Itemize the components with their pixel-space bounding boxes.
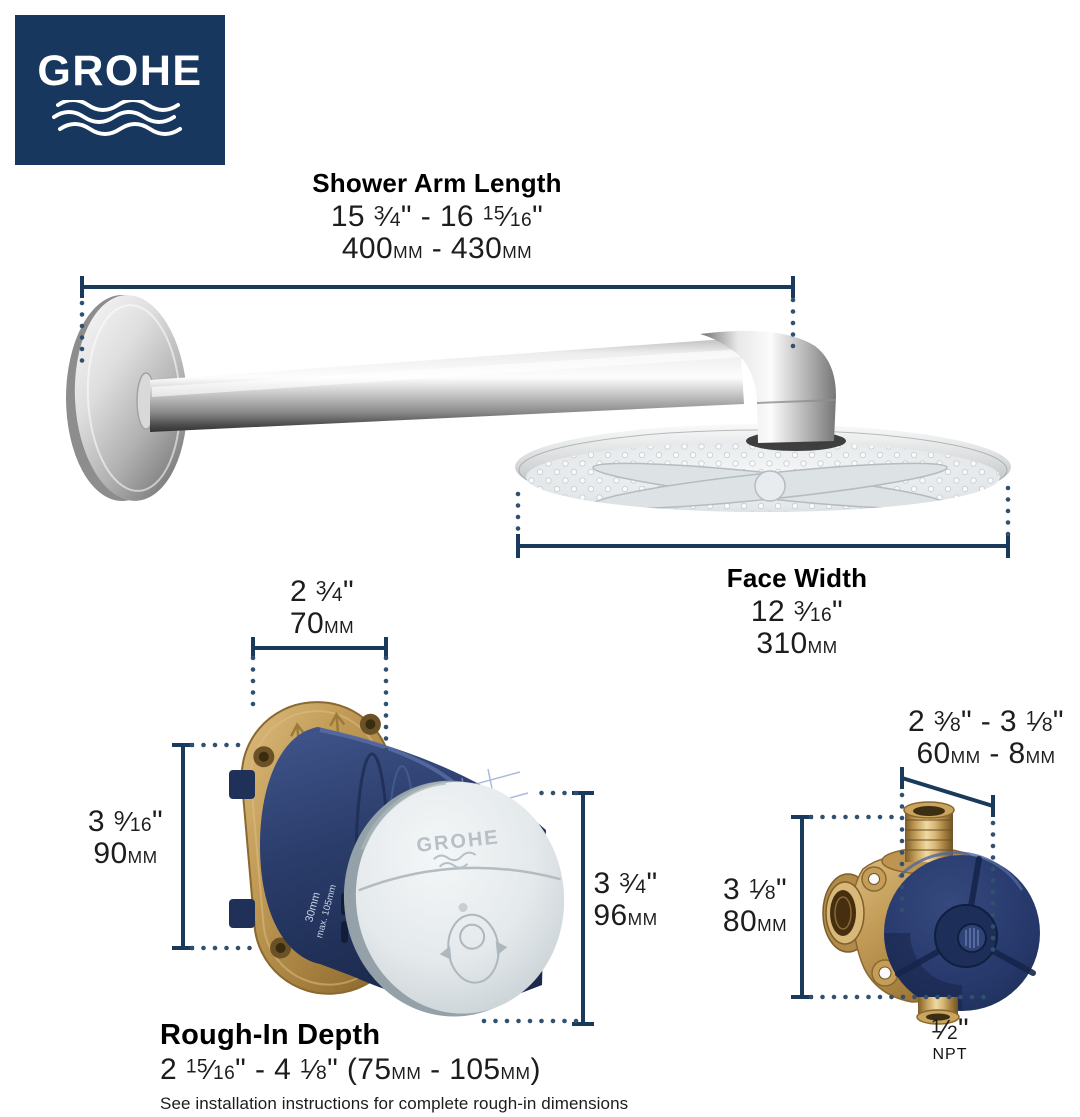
rough-in-depth-value: 2 15⁄16" - 4 1⁄8" (75mm - 105mm) [160, 1053, 541, 1087]
face-width-inches: 12 3⁄16" [750, 594, 844, 628]
face-width-dimension-line [515, 485, 1011, 558]
rough-in-height-inches: 3 9⁄16" [87, 805, 164, 838]
rough-in-front-inches: 3 3⁄4" [593, 867, 658, 900]
valve-height-inches: 3 1⁄8" [722, 873, 788, 906]
shower-arm-length-inches: 15 3⁄4" - 16 15⁄16" [330, 199, 544, 233]
valve-width-mm: 60mm - 8mm [916, 737, 1056, 771]
shower-arm-length-label: Shower Arm Length 15 3⁄4" - 16 15⁄16" 40… [212, 168, 662, 265]
shower-head-illustration [515, 330, 1011, 512]
rough-in-width-inches: 2 3⁄4" [289, 575, 355, 608]
valve-navy-cap [884, 851, 1040, 1011]
grohe-logo-waves-icon [52, 100, 182, 136]
connection-thread: NPT [932, 1046, 968, 1064]
face-width-mm: 310mm [756, 626, 838, 660]
face-width-label: Face Width 12 3⁄16" 310mm [647, 563, 947, 660]
rough-in-front-mm: 96mm [593, 899, 658, 933]
rough-in-front-dimension-line [477, 790, 594, 1026]
rough-in-width-mm: 70mm [289, 607, 355, 641]
shower-arm-illustration [66, 295, 744, 501]
arm-length-dimension-line [79, 276, 796, 369]
valve-height-label: 3 1⁄8" 80mm [695, 873, 815, 939]
rough-in-depth-title: Rough-In Depth [160, 1019, 381, 1051]
valve-height-mm: 80mm [722, 905, 788, 939]
grohe-logo: GROHE [15, 15, 225, 165]
diverter-valve-illustration [822, 801, 1040, 1025]
rough-in-depth-note: See installation instructions for comple… [160, 1094, 629, 1114]
rough-in-width-label: 2 3⁄4" 70mm [222, 575, 422, 641]
valve-width-dimension-line [899, 767, 996, 961]
rough-in-height-label: 3 9⁄16" 90mm [58, 805, 193, 871]
connection-size: 1⁄2" [930, 1013, 970, 1046]
protection-cap: GROHE [343, 780, 565, 1017]
shower-arm-length-mm: 400mm - 430mm [341, 231, 533, 265]
connection-size-label: 1⁄2" NPT [900, 1013, 1000, 1064]
rough-in-height-dimension-line [172, 742, 255, 951]
valve-width-label: 2 3⁄8" - 3 1⁄8" 60mm - 8mm [851, 705, 1080, 771]
grohe-logo-text: GROHE [37, 47, 203, 95]
face-width-title: Face Width [726, 563, 868, 593]
rough-in-valve-illustration: 30mm max. 105mm GROHE [229, 701, 565, 1017]
rough-in-depth-label: Rough-In Depth 2 15⁄16" - 4 1⁄8" (75mm -… [160, 1019, 780, 1114]
valve-height-dimension-line [791, 814, 991, 1000]
valve-width-inches: 2 3⁄8" - 3 1⁄8" [908, 705, 1064, 738]
rough-in-front-label: 3 3⁄4" 96mm [568, 867, 683, 933]
rough-in-width-dimension-line [250, 637, 389, 758]
spray-pattern-cross [592, 462, 948, 510]
rough-in-height-mm: 90mm [93, 837, 158, 871]
shower-arm-length-title: Shower Arm Length [312, 168, 562, 198]
